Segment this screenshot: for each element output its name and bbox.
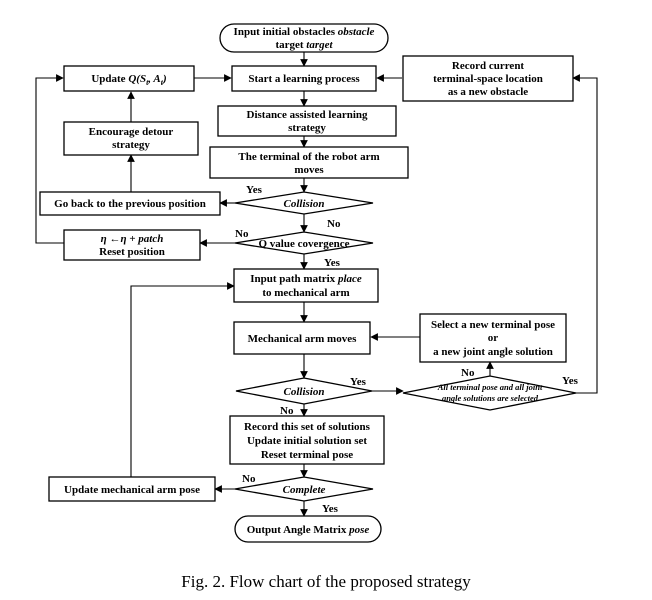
edge-label-qconv-yes: Yes (324, 257, 341, 269)
node-eta-patch: η ←η + patch Reset position (63, 229, 201, 261)
mechanical-moves-label: Mechanical arm moves (248, 333, 357, 345)
edge-label-allsel-no: No (461, 367, 475, 379)
svg-text:Update Q(St, At): Update Q(St, At) (91, 73, 166, 87)
update-q-formula-open: (S (136, 73, 146, 85)
node-input-path: Input path matrix place to mechanical ar… (233, 268, 379, 303)
edge-label-collision2-yes: Yes (350, 376, 367, 388)
node-complete: Complete (234, 476, 374, 502)
node-arm-terminal-moves: The terminal of the robot arm moves (209, 146, 409, 179)
distance-assisted-line1: Distance assisted learning (247, 109, 369, 121)
record-obstacle-line1: Record current (452, 60, 525, 72)
all-selected-line1: All terminal pose and all joint (437, 382, 543, 392)
node-collision-2: Collision (235, 377, 373, 405)
eta-patch-line1: η ←η + patch (101, 233, 164, 245)
update-q-sub1: t (146, 78, 149, 87)
connectors (35, 52, 598, 517)
arm-terminal-line1: The terminal of the robot arm (238, 151, 379, 163)
collision-1-label: Collision (284, 198, 325, 210)
node-go-back: Go back to the previous position (39, 191, 221, 216)
node-select-new: Select a new terminal pose or a new join… (419, 313, 567, 363)
record-set-line1: Record this set of solutions (244, 421, 371, 433)
update-q-sub2: t (161, 78, 164, 87)
distance-assisted-line2: strategy (288, 122, 326, 134)
node-encourage-detour: Encourage detour strategy (63, 121, 199, 156)
go-back-label: Go back to the previous position (54, 198, 206, 210)
update-q-formula-q: Q (128, 73, 136, 85)
select-new-line1: Select a new terminal pose (431, 319, 555, 331)
complete-label: Complete (283, 484, 326, 496)
node-input-obstacles: Input initial obstacles obstacle target … (219, 23, 389, 53)
edge-label-allsel-yes: Yes (562, 375, 579, 387)
svg-text:Input path matrix place: Input path matrix place (250, 273, 362, 285)
encourage-detour-line1: Encourage detour (89, 126, 174, 138)
svg-text:Input initial obstacles obstac: Input initial obstacles obstacle (234, 26, 375, 38)
input-obstacles-var2: target (306, 39, 333, 51)
edge-label-collision1-yes: Yes (246, 184, 263, 196)
node-q-convergence: Q value covergence (234, 231, 374, 255)
figure-caption: Fig. 2. Flow chart of the proposed strat… (181, 572, 471, 591)
record-set-line2: Update initial solution set (247, 435, 367, 447)
node-mechanical-moves: Mechanical arm moves (233, 321, 371, 355)
edge-label-complete-yes: Yes (322, 503, 339, 515)
eta-patch-line2: Reset position (99, 246, 165, 258)
output-angle-label: Output Angle Matrix (247, 524, 349, 536)
update-q-prefix: Update (91, 73, 128, 85)
svg-text:target target: target target (275, 39, 333, 51)
update-pose-label: Update mechanical arm pose (64, 484, 200, 496)
input-path-line1: Input path matrix (250, 273, 338, 285)
select-new-line2: or (488, 332, 499, 344)
record-set-line3: Reset terminal pose (261, 449, 353, 461)
start-learning-label: Start a learning process (248, 73, 360, 85)
node-distance-assisted: Distance assisted learning strategy (217, 105, 397, 137)
node-start-learning: Start a learning process (231, 65, 377, 92)
select-new-line3: a new joint angle solution (433, 346, 553, 358)
update-q-formula-mid: , A (147, 73, 160, 85)
node-all-selected: All terminal pose and all joint angle so… (402, 375, 577, 411)
q-convergence-label: Q value covergence (258, 238, 349, 250)
record-obstacle-line2: terminal-space location (433, 73, 543, 85)
all-selected-line2: angle solutions are selected (442, 393, 539, 403)
edge-label-collision2-no: No (280, 405, 294, 417)
edge-labels: Yes No No Yes Yes No No Yes No Yes (235, 184, 579, 515)
output-angle-var: pose (348, 524, 369, 536)
svg-text:Output Angle Matrix pose: Output Angle Matrix pose (247, 524, 370, 536)
node-output-angle: Output Angle Matrix pose (234, 515, 382, 543)
edge-label-complete-no: No (242, 473, 256, 485)
input-obstacles-line1: Input initial obstacles (234, 26, 338, 38)
edge-label-qconv-no: No (235, 228, 249, 240)
input-path-line2: to mechanical arm (262, 287, 349, 299)
edge-label-collision1-no: No (327, 218, 341, 230)
node-update-pose: Update mechanical arm pose (48, 476, 216, 502)
encourage-detour-line2: strategy (112, 139, 150, 151)
node-collision-1: Collision (234, 191, 374, 215)
collision-2-label: Collision (284, 386, 325, 398)
update-q-formula-end: ) (162, 73, 167, 85)
node-record-obstacle: Record current terminal-space location a… (402, 55, 574, 102)
input-path-var: place (337, 273, 362, 285)
node-update-q: Update Q(St, At) (63, 65, 195, 92)
arm-terminal-line2: moves (294, 164, 324, 176)
node-record-set: Record this set of solutions Update init… (229, 415, 385, 465)
record-obstacle-line3: as a new obstacle (448, 86, 528, 98)
input-obstacles-line2: target (275, 39, 306, 51)
input-obstacles-var1: obstacle (338, 26, 375, 38)
